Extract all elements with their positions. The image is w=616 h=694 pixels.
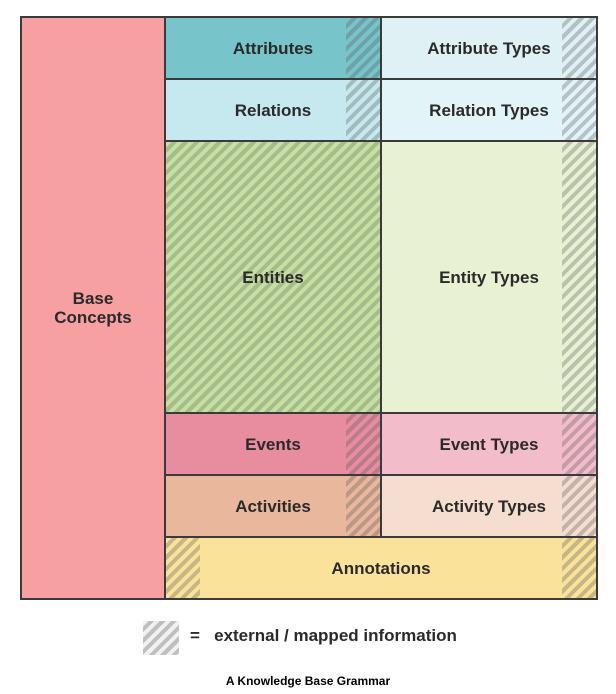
relation-types-box: Relation Types: [380, 78, 598, 142]
entities-box: Entities: [164, 140, 382, 414]
activities-box: Activities: [164, 474, 382, 538]
entity-types-label: Entity Types: [439, 267, 539, 287]
external-hatch: [562, 80, 596, 140]
external-hatch: [562, 538, 596, 598]
base-concepts-box: Base Concepts: [20, 16, 166, 600]
attributes-label: Attributes: [232, 38, 314, 58]
activities-label: Activities: [235, 496, 311, 516]
event-types-box: Event Types: [380, 412, 598, 476]
external-hatch: [562, 18, 596, 78]
legend-text: = external / mapped information: [190, 626, 457, 646]
attribute-types-box: Attribute Types: [380, 16, 598, 80]
annotations-label: Annotations: [331, 558, 431, 578]
external-hatch: [346, 80, 380, 140]
relation-types-label: Relation Types: [429, 100, 549, 120]
entities-label: Entities: [242, 267, 304, 287]
activity-types-box: Activity Types: [380, 474, 598, 538]
external-hatch: [562, 142, 596, 412]
attribute-types-label: Attribute Types: [427, 38, 551, 58]
external-hatch: [166, 538, 200, 598]
legend-description: external / mapped information: [214, 626, 457, 645]
external-hatch: [562, 414, 596, 474]
activity-types-label: Activity Types: [431, 496, 546, 516]
external-hatch: [562, 476, 596, 536]
entity-types-box: Entity Types: [380, 140, 598, 414]
figure-caption: A Knowledge Base Grammar: [225, 674, 391, 688]
legend-equals: =: [190, 626, 200, 645]
external-hatch: [346, 18, 380, 78]
relations-label: Relations: [234, 100, 312, 120]
event-types-label: Event Types: [439, 434, 539, 454]
attributes-box: Attributes: [164, 16, 382, 80]
hatch-swatch-icon: [143, 621, 179, 655]
relations-box: Relations: [164, 78, 382, 142]
events-label: Events: [245, 434, 301, 454]
events-box: Events: [164, 412, 382, 476]
annotations-box: Annotations: [164, 536, 598, 600]
external-hatch: [346, 476, 380, 536]
base-concepts-label: Base Concepts: [54, 289, 132, 327]
external-hatch: [346, 414, 380, 474]
